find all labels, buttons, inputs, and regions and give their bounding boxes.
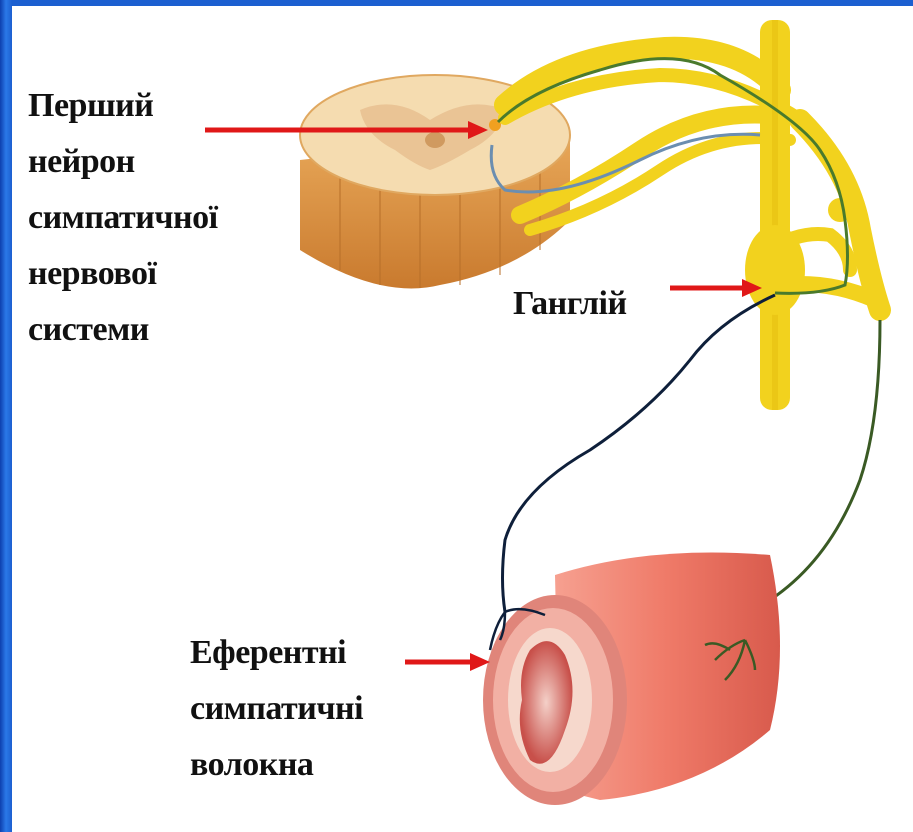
label-first-neuron-line-1: Перший <box>28 78 218 134</box>
sympathetic-trunk <box>745 20 852 410</box>
label-first-neuron-line-4: нервової <box>28 246 218 302</box>
label-first-neuron-line-3: симпатичної <box>28 190 218 246</box>
label-first-neuron-line-5: системи <box>28 302 218 358</box>
label-first-neuron-line-2: нейрон <box>28 134 218 190</box>
label-efferent-fibers-line-2: симпатичні <box>190 681 363 737</box>
label-efferent-fibers-line-1: Еферентні <box>190 625 363 681</box>
label-ganglion-text: Ганглій <box>513 276 627 332</box>
arrow-efferent-fibers <box>405 653 490 671</box>
label-ganglion: Ганглій <box>513 276 627 332</box>
label-efferent-fibers: Еферентні симпатичні волокна <box>190 625 363 793</box>
blood-vessel <box>483 553 780 806</box>
label-efferent-fibers-line-3: волокна <box>190 737 363 793</box>
label-first-neuron: Перший нейрон симпатичної нервової систе… <box>28 78 218 358</box>
